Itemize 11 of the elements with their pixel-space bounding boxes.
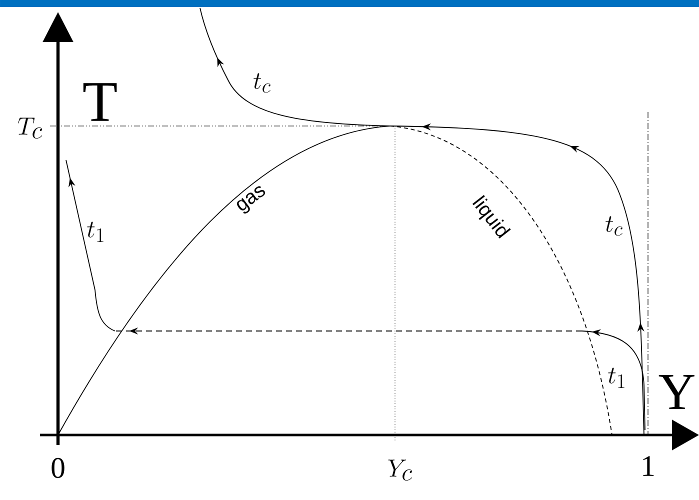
axis-tick-label: 1 bbox=[643, 456, 654, 476]
axis-label: T bbox=[83, 83, 117, 121]
curve-label: $t_1$ bbox=[608, 368, 624, 388]
axis-tick-label: $T_c$ bbox=[18, 118, 42, 139]
curve-label: gas bbox=[237, 186, 266, 214]
axis-tick-label: $Y_c$ bbox=[388, 460, 412, 481]
curve-label: $t_c$ bbox=[606, 216, 622, 236]
curve-label: $t_c$ bbox=[254, 73, 270, 93]
curve-label: $t_1$ bbox=[87, 222, 104, 242]
axis-label: Y bbox=[658, 375, 694, 409]
axis-tick-label: 0 bbox=[52, 458, 64, 478]
